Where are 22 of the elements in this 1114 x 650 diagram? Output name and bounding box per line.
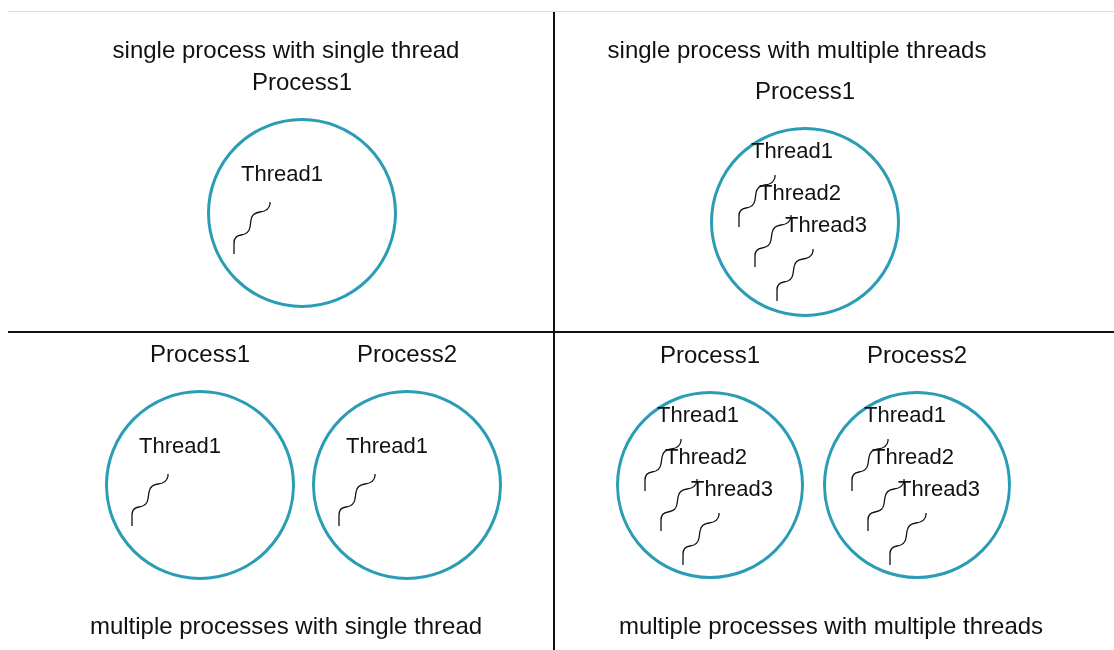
thread-label: Thread2	[665, 446, 747, 468]
thread-label: Thread3	[691, 478, 773, 500]
panel-caption: multiple processes with multiple threads	[618, 612, 1044, 640]
process-label: Process1	[150, 340, 250, 368]
thread-label: Thread3	[785, 214, 867, 236]
panel-caption: single process with multiple threads	[607, 36, 987, 64]
panel-caption: multiple processes with single thread	[89, 612, 483, 640]
thread-label: Thread1	[864, 404, 946, 426]
process-label: Process1	[755, 77, 855, 105]
thread-label: Thread1	[751, 140, 833, 162]
thread-label: Thread2	[872, 446, 954, 468]
panel-caption: single process with single thread	[112, 36, 460, 64]
process-label: Process2	[867, 341, 967, 369]
thread-label: Thread1	[241, 163, 323, 185]
thread-label: Thread1	[139, 435, 221, 457]
thread-label: Thread1	[346, 435, 428, 457]
thread-label: Thread3	[898, 478, 980, 500]
process-label: Process2	[357, 340, 457, 368]
thread-label: Thread2	[759, 182, 841, 204]
process-label: Process1	[252, 68, 352, 96]
thread-label: Thread1	[657, 404, 739, 426]
process-label: Process1	[660, 341, 760, 369]
